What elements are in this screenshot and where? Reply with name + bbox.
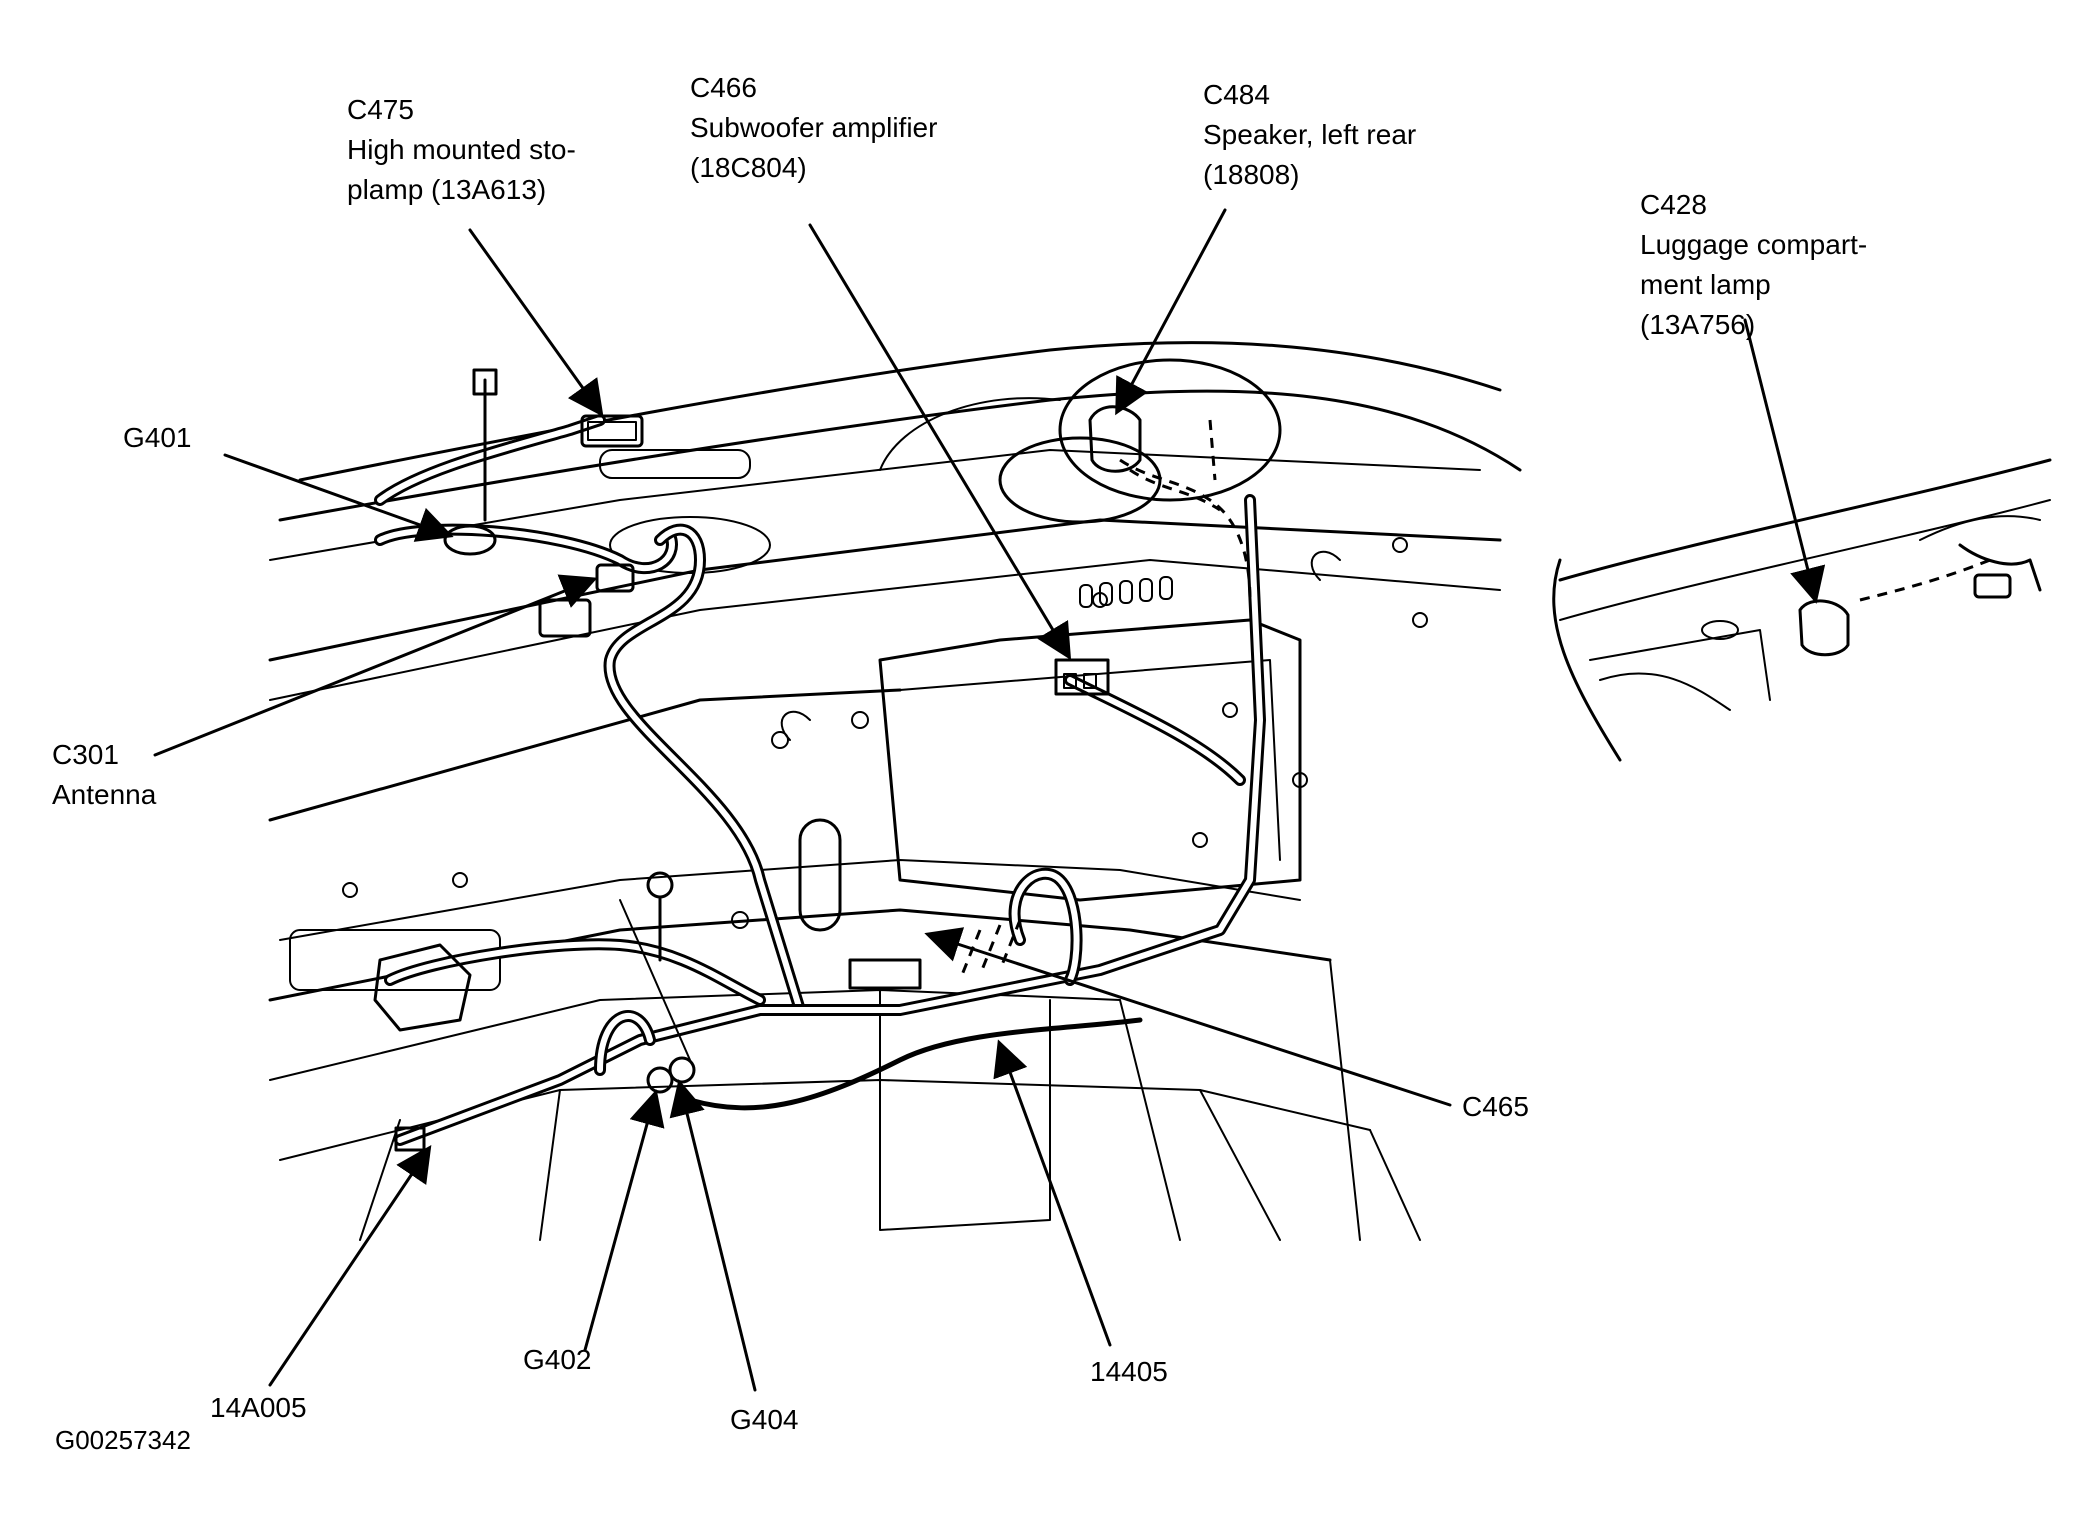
callout-leaders [153,208,1826,1392]
c428-desc-line2: ment lamp [1640,269,1771,300]
body-structure-lines [268,341,2052,1241]
c301-code: C301 [52,739,119,770]
label-14a005: 14A005 [210,1392,307,1423]
c475-desc-line2: plamp (13A613) [347,174,547,205]
c466-desc-line2: (18C804) [690,152,807,183]
label-14405: 14405 [1090,1356,1168,1387]
c484-desc-line2: (18808) [1203,159,1300,190]
c466-code: C466 [690,72,757,103]
label-c465: C465 [1462,1091,1529,1122]
label-c466: C466 Subwoofer amplifier (18C804) [690,68,937,188]
c484-desc-line1: Speaker, left rear [1203,119,1417,150]
c301-desc-line1: Antenna [52,779,157,810]
c428-desc-line1: Luggage compart- [1640,229,1868,260]
label-c475: C475 High mounted sto- plamp (13A613) [347,90,576,210]
label-c484: C484 Speaker, left rear (18808) [1203,75,1416,195]
label-c428: C428 Luggage compart- ment lamp (13A756) [1640,185,1867,345]
label-g404: G404 [730,1404,799,1435]
label-g402: G402 [523,1344,592,1375]
label-c301: C301 Antenna [52,735,156,815]
c466-desc-line1: Subwoofer amplifier [690,112,938,143]
c475-desc-line1: High mounted sto- [347,134,576,165]
figure-id: G00257342 [55,1425,191,1455]
wiring-harness-lines [374,414,1991,1146]
c428-code: C428 [1640,189,1707,220]
c428-desc-line3: (13A756) [1640,309,1756,340]
label-g401: G401 [123,422,192,453]
c475-code: C475 [347,94,414,125]
c484-code: C484 [1203,79,1270,110]
